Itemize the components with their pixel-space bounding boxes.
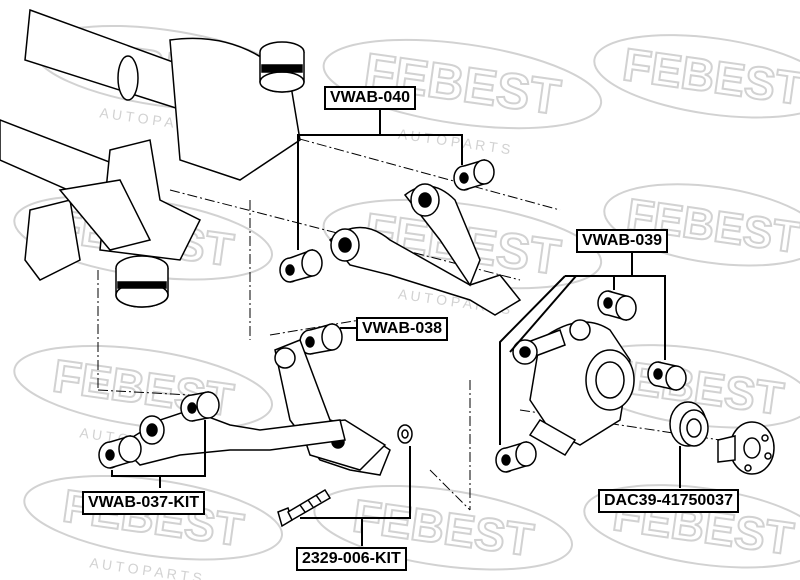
bushing-lower-right bbox=[180, 391, 220, 422]
watermark-far-right: FEBEST bbox=[593, 34, 800, 119]
bushing-upper-left bbox=[279, 248, 323, 283]
label-vwab-037-kit[interactable]: VWAB-037-KIT bbox=[82, 491, 206, 515]
washer bbox=[397, 424, 413, 444]
watermark-sub: A U T O P A R T S bbox=[397, 126, 511, 158]
bolt bbox=[277, 488, 332, 528]
watermark-bottom-left: FEBEST A U T O P A R T S bbox=[23, 474, 284, 580]
bushing-knuckle-top bbox=[597, 290, 637, 321]
hub-bearing bbox=[669, 401, 709, 447]
label-2329-006-kit[interactable]: 2329-006-KIT bbox=[296, 547, 407, 571]
watermark-brand: FEBEST bbox=[361, 43, 564, 126]
upper-control-arm bbox=[328, 183, 522, 316]
wheel-knuckle bbox=[512, 319, 635, 456]
wheel-hub bbox=[717, 421, 775, 475]
bushing-038 bbox=[299, 323, 343, 355]
lower-mount bbox=[115, 255, 169, 308]
trailing-link bbox=[274, 339, 391, 476]
label-vwab-040[interactable]: VWAB-040 bbox=[324, 86, 417, 110]
label-dac39[interactable]: DAC39-41750037 bbox=[598, 489, 739, 513]
watermark-middle-right: FEBEST bbox=[603, 183, 800, 267]
label-vwab-038[interactable]: VWAB-038 bbox=[356, 317, 449, 341]
watermark-bottom-middle: FEBEST bbox=[313, 484, 574, 571]
bushing-knuckle-bottom bbox=[495, 440, 537, 473]
label-vwab-039[interactable]: VWAB-039 bbox=[576, 229, 669, 253]
watermark-brand: FEBEST bbox=[620, 38, 800, 115]
top-mount bbox=[259, 41, 305, 93]
bushing-upper-right bbox=[453, 158, 495, 191]
leader-lines bbox=[111, 110, 681, 546]
bushing-lower-left bbox=[98, 434, 142, 469]
bushing-knuckle-right bbox=[647, 361, 687, 391]
